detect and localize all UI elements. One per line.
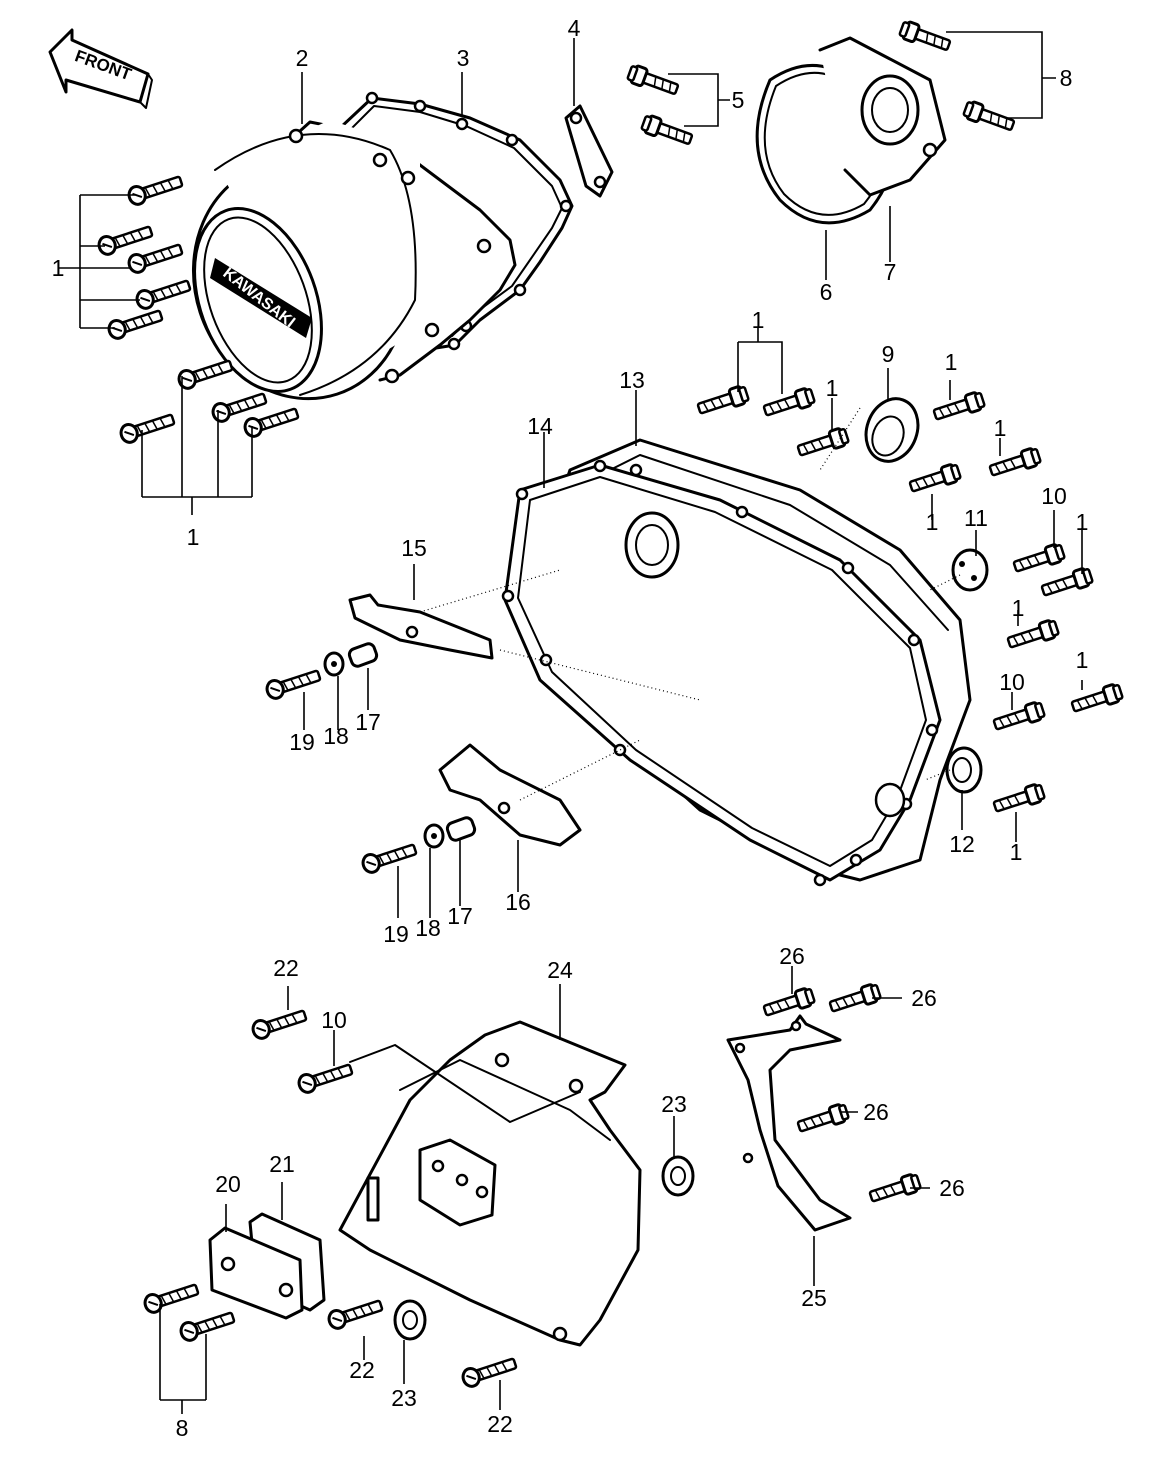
label-part-19: 19 — [289, 729, 315, 755]
label-part-6: 6 — [820, 279, 833, 305]
part-25-guard — [726, 1014, 852, 1232]
label-part-13: 13 — [619, 367, 645, 393]
label-part-11: 11 — [964, 505, 988, 531]
label-part-17: 17 — [447, 903, 473, 929]
label-part-10: 10 — [321, 1007, 347, 1033]
label-part-1: 1 — [1076, 647, 1089, 673]
label-part-1: 1 — [52, 255, 65, 281]
label-part-17: 17 — [355, 709, 381, 735]
label-part-14: 14 — [527, 413, 553, 439]
part-7-cover — [818, 36, 947, 197]
part-17-spacer-lower — [445, 816, 477, 842]
label-part-19: 19 — [383, 921, 409, 947]
label-part-22: 22 — [273, 955, 299, 981]
label-part-5: 5 — [732, 87, 745, 113]
label-part-24: 24 — [547, 957, 573, 983]
label-part-1: 1 — [945, 349, 958, 375]
part-24-sprocket-cover — [338, 1020, 642, 1347]
part-9-oil-seal — [864, 397, 920, 463]
label-part-4: 4 — [568, 15, 581, 41]
label-part-1: 1 — [926, 509, 939, 535]
bolt-group-guides — [263, 665, 420, 876]
leader-lines — [58, 31, 1083, 1414]
label-part-20: 20 — [215, 1171, 241, 1197]
label-part-1: 1 — [1010, 839, 1023, 865]
part-16-chain-guide — [438, 743, 582, 847]
label-part-25: 25 — [801, 1285, 827, 1311]
label-part-26: 26 — [863, 1099, 889, 1125]
label-part-1: 1 — [1012, 595, 1025, 621]
label-part-22: 22 — [487, 1411, 513, 1437]
label-part-21: 21 — [269, 1151, 295, 1177]
label-part-22: 22 — [349, 1357, 375, 1383]
label-part-8: 8 — [1060, 65, 1073, 91]
label-part-1: 1 — [994, 415, 1007, 441]
part-18-washer-lower — [423, 823, 445, 849]
part-18-washer-upper — [323, 651, 345, 677]
label-part-9: 9 — [882, 341, 895, 367]
part-20-plate — [208, 1226, 304, 1320]
label-part-1: 1 — [826, 375, 839, 401]
label-part-23: 23 — [391, 1385, 417, 1411]
part-23-oil-seal-lower — [393, 1299, 427, 1341]
label-part-26: 26 — [779, 943, 805, 969]
label-part-23: 23 — [661, 1091, 687, 1117]
label-part-3: 3 — [457, 45, 470, 71]
part-number-labels: 1 1 1 1 1 1 1 1 1 1 1 1 2 3 4 5 6 7 8 8 … — [52, 15, 1089, 1441]
label-part-18: 18 — [415, 915, 441, 941]
front-arrow-icon: FRONT — [48, 28, 153, 109]
part-11-cap — [951, 548, 989, 592]
label-part-10: 10 — [999, 669, 1025, 695]
label-part-10: 10 — [1041, 483, 1067, 509]
label-part-26: 26 — [911, 985, 937, 1011]
label-part-16: 16 — [505, 889, 531, 915]
label-part-8: 8 — [176, 1415, 189, 1441]
label-part-12: 12 — [949, 831, 975, 857]
label-part-1: 1 — [187, 524, 200, 550]
label-part-7: 7 — [884, 259, 897, 285]
part-4-plate — [564, 104, 614, 198]
label-part-1: 1 — [752, 307, 765, 333]
part-14-gasket — [501, 459, 942, 887]
label-part-26: 26 — [939, 1175, 965, 1201]
label-part-2: 2 — [296, 45, 309, 71]
label-part-18: 18 — [323, 723, 349, 749]
part-12-oil-seal — [945, 746, 983, 794]
part-15-chain-guide — [348, 593, 494, 660]
assembly-lines — [349, 407, 961, 1123]
part-23-oil-seal-upper — [661, 1155, 695, 1197]
part-17-spacer-upper — [347, 642, 379, 668]
label-part-1: 1 — [1076, 509, 1089, 535]
label-part-15: 15 — [401, 535, 427, 561]
part-2-generator-cover: KAWASAKI — [191, 120, 517, 401]
